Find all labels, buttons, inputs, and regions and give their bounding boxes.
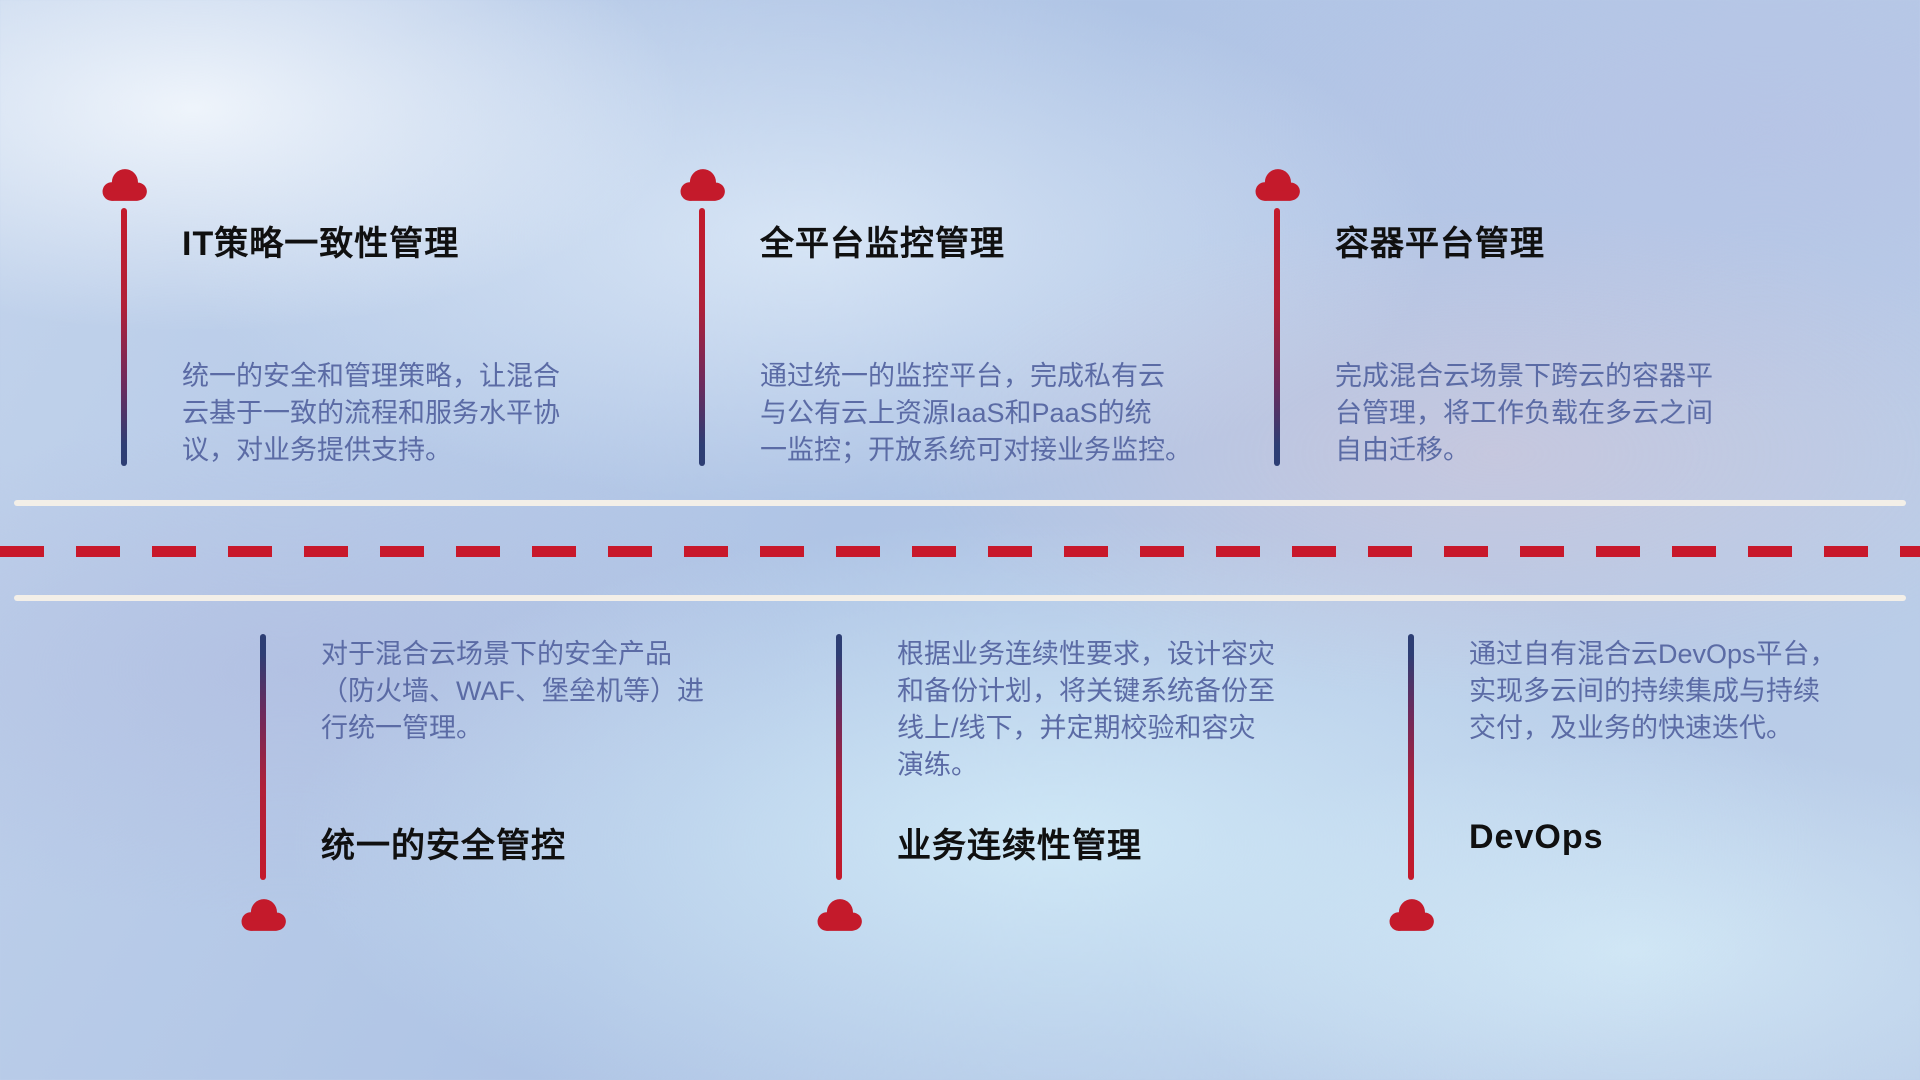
item-title: 统一的安全管控 — [321, 827, 566, 865]
item-description: 完成混合云场景下跨云的容器平 台管理，将工作负载在多云之间 自由迁移。 — [1335, 361, 1713, 465]
item-title: IT策略一致性管理 — [182, 225, 460, 263]
cloud-icon — [96, 166, 152, 204]
capability-item-business-continuity: 业务连续性管理 根据业务连续性要求，设计容灾 和备份计划，将关键系统备份至 线上… — [811, 634, 1391, 1064]
cloud-icon — [1249, 166, 1305, 204]
cloud-icon — [1383, 896, 1439, 934]
cloud-icon — [674, 166, 730, 204]
item-description: 通过统一的监控平台，完成私有云 与公有云上资源IaaS和PaaS的统 一监控；开… — [760, 361, 1192, 465]
item-title: DevOps — [1469, 818, 1604, 856]
item-title: 业务连续性管理 — [897, 827, 1142, 865]
item-description: 统一的安全和管理策略，让混合 云基于一致的流程和服务水平协 议，对业务提供支持。 — [182, 361, 560, 465]
capability-item-it-policy: IT策略一致性管理 统一的安全和管理策略，让混合 云基于一致的流程和服务水平协 … — [96, 166, 676, 596]
item-title: 容器平台管理 — [1335, 225, 1545, 263]
timeline-stem — [260, 634, 266, 880]
capability-item-monitoring: 全平台监控管理 通过统一的监控平台，完成私有云 与公有云上资源IaaS和PaaS… — [674, 166, 1254, 596]
capability-item-devops: DevOps 通过自有混合云DevOps平台， 实现多云间的持续集成与持续 交付… — [1383, 634, 1920, 1064]
timeline-stem — [699, 208, 705, 466]
timeline-stem — [121, 208, 127, 466]
item-description: 根据业务连续性要求，设计容灾 和备份计划，将关键系统备份至 线上/线下，并定期校… — [897, 639, 1275, 780]
item-description: 通过自有混合云DevOps平台， 实现多云间的持续集成与持续 交付，及业务的快速… — [1469, 639, 1837, 743]
capability-item-security-control: 统一的安全管控 对于混合云场景下的安全产品 （防火墙、WAF、堡垒机等）进 行统… — [235, 634, 815, 1064]
item-description: 对于混合云场景下的安全产品 （防火墙、WAF、堡垒机等）进 行统一管理。 — [321, 639, 704, 743]
cloud-icon — [811, 896, 867, 934]
cloud-icon — [235, 896, 291, 934]
item-title: 全平台监控管理 — [760, 225, 1005, 263]
timeline-stem — [1274, 208, 1280, 466]
timeline-stem — [1408, 634, 1414, 880]
timeline-stem — [836, 634, 842, 880]
capability-item-container-platform: 容器平台管理 完成混合云场景下跨云的容器平 台管理，将工作负载在多云之间 自由迁… — [1249, 166, 1829, 596]
